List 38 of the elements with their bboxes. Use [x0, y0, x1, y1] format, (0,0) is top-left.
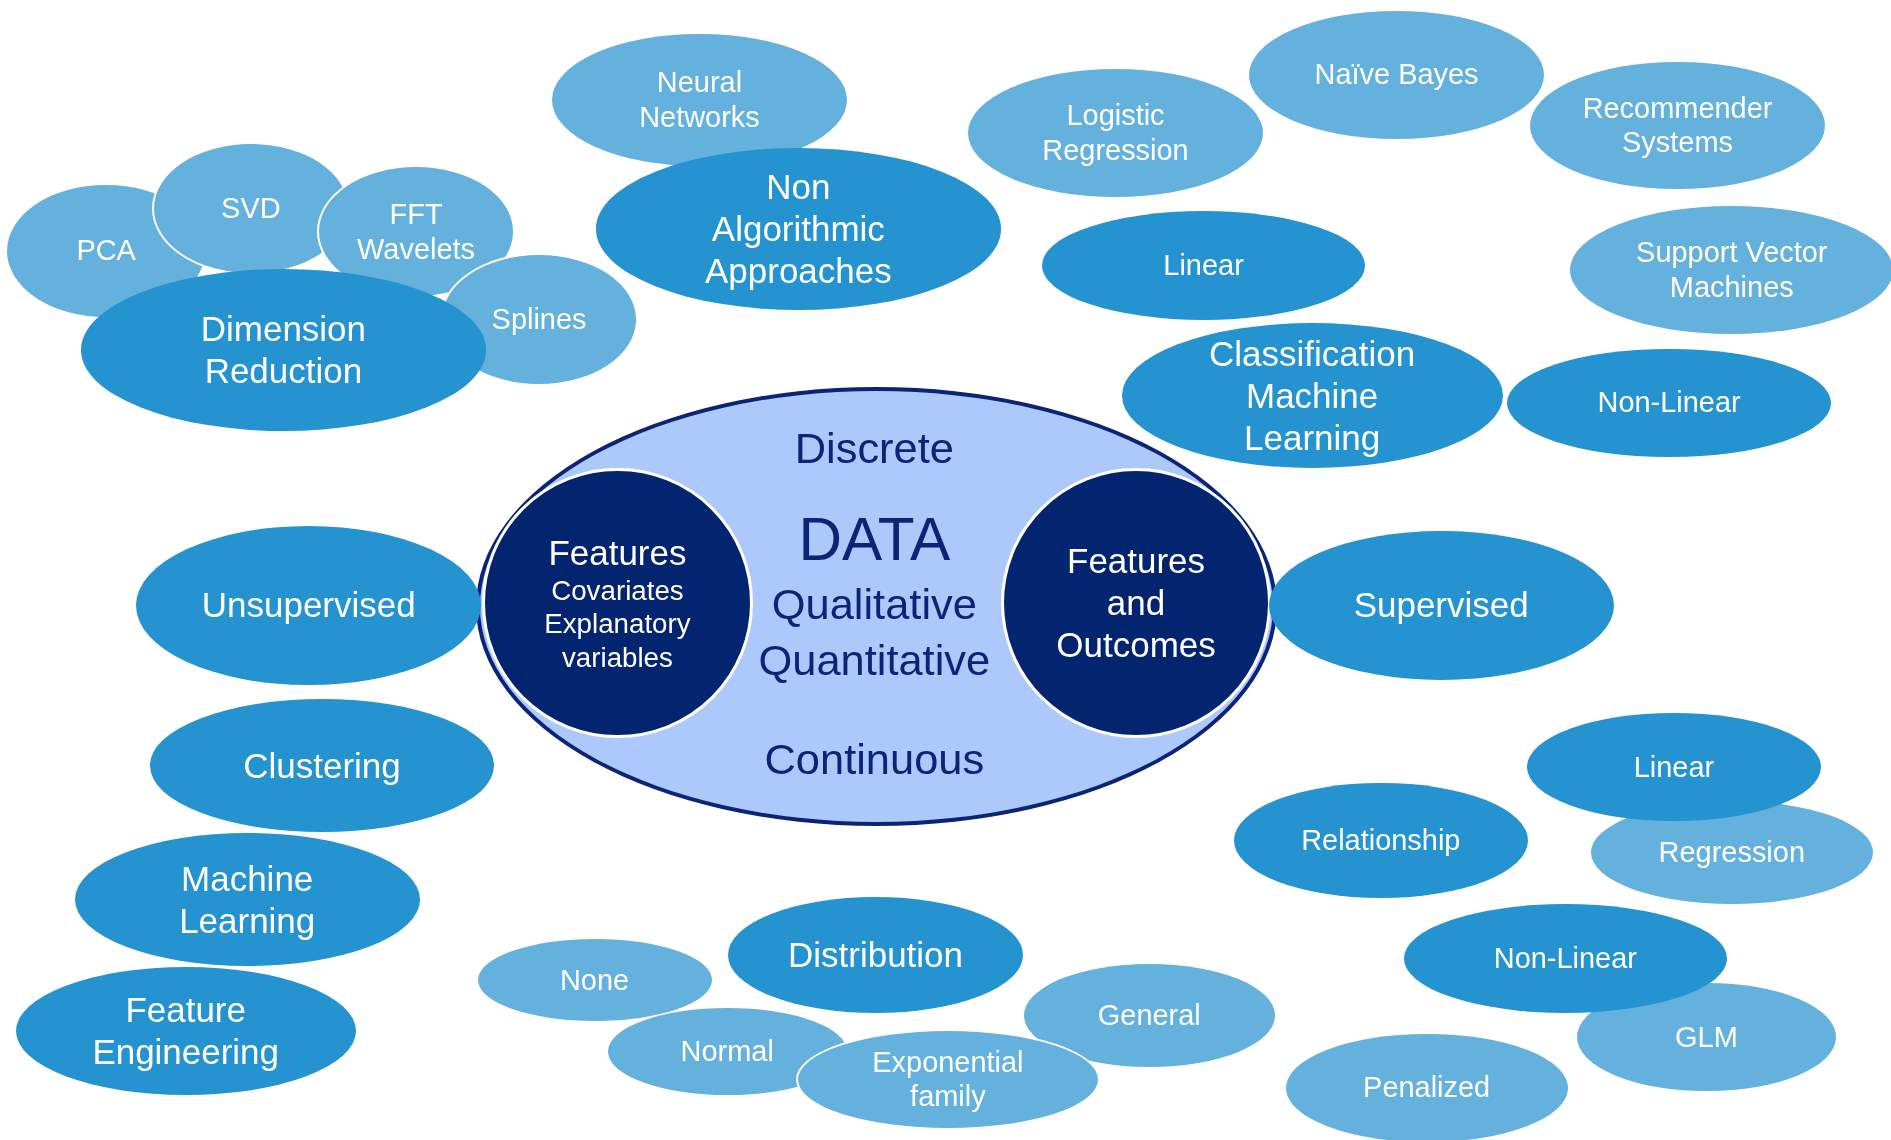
bubble-label: SVD	[221, 191, 281, 226]
bubble-label: Linear	[1633, 749, 1715, 785]
bubble-label: Supervised	[1353, 584, 1529, 627]
bubble-label: General	[1097, 998, 1201, 1033]
bubble-label: Neural Networks	[638, 65, 761, 135]
bubble-label: Non-Linear	[1493, 941, 1637, 977]
bubble-label: Exponential family	[871, 1044, 1025, 1115]
center-label: Discrete	[794, 424, 954, 473]
bubble-label: Feature Engineering	[91, 989, 281, 1074]
bubble-label: Recommender Systems	[1581, 90, 1774, 161]
bubble-label: Normal	[680, 1034, 774, 1069]
bubble-label: Machine Learning	[178, 857, 317, 942]
bubble-label: Support Vector Machines	[1635, 235, 1829, 305]
bubble-label: FFT Wavelets	[356, 196, 477, 267]
bubble-label: GLM	[1675, 1019, 1738, 1055]
bubble-label: Linear	[1163, 247, 1244, 283]
center-label: Qualitative	[771, 581, 977, 630]
bubble-label: Distribution	[788, 934, 963, 977]
bubble-label: Features and Outcomes	[1055, 540, 1217, 666]
center-label: Quantitative	[758, 637, 991, 685]
bubble-label: Regression	[1658, 835, 1805, 870]
bubble-label: PCA	[76, 233, 136, 269]
bubble-label: Classification Machine Learning	[1208, 332, 1417, 459]
bubble-label: Clustering	[243, 744, 401, 787]
bubble-label: Unsupervised	[201, 584, 416, 627]
bubble-label: Splines	[491, 302, 587, 337]
bubble-label: Logistic Regression	[1041, 97, 1190, 168]
bubble-label: Non-Linear	[1597, 385, 1741, 421]
center-title: DATA	[798, 505, 951, 573]
bubble-label: Relationship	[1301, 823, 1461, 858]
bubble-label: Dimension Reduction	[199, 307, 367, 392]
center-label: Continuous	[764, 735, 985, 784]
bubble-label: None	[559, 963, 630, 998]
bubble-label: Penalized	[1363, 1070, 1491, 1106]
bubble-label: Features	[547, 532, 688, 575]
bubble-label: Non Algorithmic Approaches	[704, 166, 893, 293]
bubble-label: Naïve Bayes	[1314, 57, 1479, 93]
bubble-sublabel: Covariates Explanatory variables	[543, 574, 692, 674]
